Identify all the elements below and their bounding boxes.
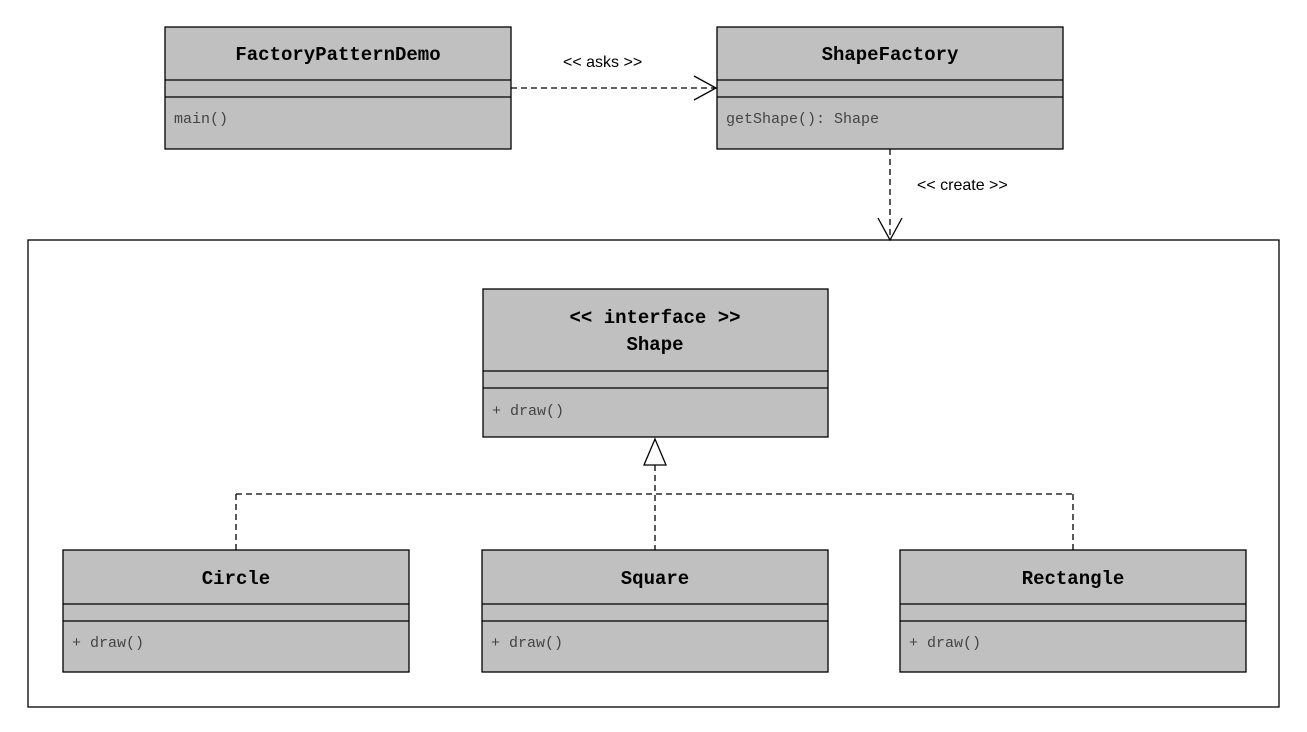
class-method: getShape(): Shape: [726, 111, 879, 128]
class-box: [62, 549, 410, 673]
realization-connectors: [235, 437, 1074, 550]
class-method: + draw(): [909, 635, 981, 652]
class-shape-factory[interactable]: ShapeFactory getShape(): Shape: [716, 26, 1064, 150]
dependency-asks: << asks >>: [511, 54, 718, 101]
class-method: + draw(): [491, 635, 563, 652]
class-name: Circle: [202, 568, 270, 590]
class-circle[interactable]: Circle + draw(): [62, 549, 410, 673]
dependency-create: << create >>: [877, 149, 1008, 242]
class-rectangle[interactable]: Rectangle + draw(): [899, 549, 1247, 673]
interface-stereotype: << interface >>: [569, 307, 740, 329]
relation-label-asks: << asks >>: [563, 54, 642, 71]
open-arrow-head: [693, 75, 718, 101]
class-box: [899, 549, 1247, 673]
class-box: [481, 549, 829, 673]
class-name: Shape: [626, 334, 683, 356]
class-box: [164, 26, 512, 150]
open-arrow-head: [877, 217, 903, 242]
class-method: + draw(): [72, 635, 144, 652]
class-name: Rectangle: [1022, 568, 1125, 590]
interface-shape[interactable]: << interface >> Shape + draw(): [482, 288, 829, 438]
class-name: ShapeFactory: [822, 44, 959, 66]
class-square[interactable]: Square + draw(): [481, 549, 829, 673]
realization-arrow-head: [643, 437, 667, 466]
class-name: Square: [621, 568, 689, 590]
class-box: [716, 26, 1064, 150]
class-method: + draw(): [492, 403, 564, 420]
shapes-package-frame: [27, 239, 1280, 708]
class-factory-pattern-demo[interactable]: FactoryPatternDemo main(): [164, 26, 512, 150]
class-method: main(): [174, 111, 228, 128]
relation-label-create: << create >>: [917, 177, 1008, 194]
class-name: FactoryPatternDemo: [235, 44, 440, 66]
class-box: [482, 288, 829, 438]
